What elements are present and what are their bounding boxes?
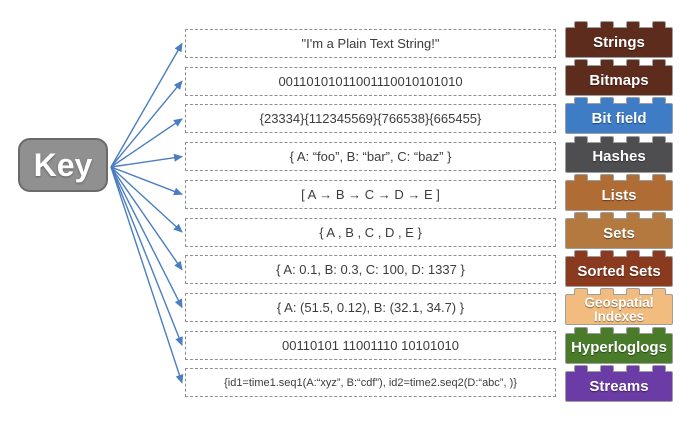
- brick-stud: [574, 364, 588, 372]
- brick-label: Bit field: [591, 110, 647, 128]
- brick-stud: [600, 173, 614, 181]
- brick-stud: [652, 97, 666, 105]
- brick-label: Geospatial Indexes: [584, 295, 654, 324]
- brick-stud: [626, 21, 640, 28]
- brick-label: Hashes: [592, 148, 646, 166]
- brick-stud: [574, 97, 588, 105]
- value-box: 00110101011001110010101010: [185, 66, 556, 96]
- brick-stud: [574, 288, 588, 296]
- brick-label: Sorted Sets: [577, 263, 661, 281]
- brick-stud: [626, 212, 640, 219]
- value-text: {id1=time1.seq1(A:“xyz”, B:“cdf”), id2=t…: [224, 376, 517, 389]
- value-box: "I'm a Plain Text String!": [185, 29, 556, 58]
- brick-stud: [574, 212, 588, 219]
- lego-brick: Strings: [565, 21, 673, 58]
- brick-stud: [652, 21, 666, 28]
- lego-brick: Sets: [565, 212, 673, 249]
- brick-label: Strings: [593, 33, 645, 51]
- brick-stud: [626, 364, 640, 372]
- lego-brick: Hashes: [565, 135, 673, 173]
- key-label: Key: [33, 147, 93, 183]
- brick-stud: [652, 288, 666, 296]
- brick-stud: [600, 21, 614, 28]
- brick-stud: [600, 97, 614, 105]
- value-box: 00110101 11001110 10101010: [185, 330, 556, 360]
- arrow-line: [110, 166, 183, 271]
- lego-brick: Bitmaps: [565, 59, 673, 97]
- brick-stud: [652, 135, 666, 143]
- value-box: { A: (51.5, 0.12), B: (32.1, 34.7) }: [185, 292, 556, 322]
- brick-stud: [574, 326, 588, 334]
- brick-stud: [652, 364, 666, 372]
- brick-stud: [574, 173, 588, 181]
- lego-brick: Sorted Sets: [565, 250, 673, 288]
- brick-stud: [600, 250, 614, 258]
- brick-stud: [652, 212, 666, 219]
- brick-stud: [652, 250, 666, 258]
- lego-brick: Hyperloglogs: [565, 326, 673, 364]
- value-text: { A: (51.5, 0.12), B: (32.1, 34.7) }: [276, 299, 465, 315]
- brick-label: Lists: [601, 186, 637, 204]
- lego-brick: Geospatial Indexes: [565, 288, 673, 326]
- brick-stud: [626, 250, 640, 258]
- arrow-line: [110, 42, 183, 168]
- arrow-line: [110, 166, 184, 384]
- brick-stud: [652, 326, 666, 334]
- value-text: "I'm a Plain Text String!": [301, 36, 440, 51]
- brick-stud: [626, 59, 640, 67]
- value-text: { A: “foo”, B: “bar”, C: “baz” }: [289, 149, 452, 165]
- value-box: {id1=time1.seq1(A:“xyz”, B:“cdf”), id2=t…: [185, 368, 556, 398]
- brick-stud: [600, 364, 614, 372]
- brick-stud: [626, 97, 640, 105]
- value-text: { A , B , C , D , E }: [319, 224, 422, 240]
- brick-stud: [626, 135, 640, 143]
- value-text: 00110101011001110010101010: [278, 73, 463, 89]
- value-text: {23334}{112345569}{766538}{665455}: [259, 111, 482, 127]
- arrow-line: [110, 153, 183, 168]
- value-text: 00110101 11001110 10101010: [282, 337, 459, 353]
- brick-stud: [600, 59, 614, 67]
- brick-label: Streams: [589, 377, 649, 395]
- arrow-line: [110, 166, 183, 309]
- value-box: {23334}{112345569}{766538}{665455}: [185, 104, 556, 134]
- value-box: { A: 0.1, B: 0.3, C: 100, D: 1337 }: [185, 255, 556, 285]
- value-text: { A: 0.1, B: 0.3, C: 100, D: 1337 }: [276, 262, 465, 278]
- value-box: [ A → B → C → D → E ]: [185, 179, 556, 209]
- brick-stud: [574, 21, 588, 28]
- arrow-line: [110, 80, 183, 168]
- brick-stud: [652, 173, 666, 181]
- value-box: { A: “foo”, B: “bar”, C: “baz” }: [185, 142, 556, 172]
- brick-stud: [600, 326, 614, 334]
- value-box: { A , B , C , D , E }: [185, 217, 556, 247]
- brick-stud: [574, 59, 588, 67]
- brick-stud: [652, 59, 666, 67]
- brick-label: Hyperloglogs: [571, 339, 667, 357]
- arrow-line: [110, 166, 183, 196]
- brick-stud: [626, 288, 640, 296]
- lego-brick: Lists: [565, 173, 673, 211]
- lego-brick: Streams: [565, 364, 673, 402]
- brick-stud: [574, 135, 588, 143]
- key-node: Key: [18, 138, 108, 192]
- brick-stud: [574, 250, 588, 258]
- brick-stud: [600, 212, 614, 219]
- arrow-line: [110, 166, 183, 347]
- brick-stud: [626, 326, 640, 334]
- arrow-line: [110, 118, 183, 168]
- brick-stud: [600, 288, 614, 296]
- brick-stud: [600, 135, 614, 143]
- arrow-line: [110, 166, 183, 233]
- brick-stud: [626, 173, 640, 181]
- brick-label: Bitmaps: [589, 72, 649, 90]
- lego-brick: Bit field: [565, 97, 673, 135]
- value-text: [ A → B → C → D → E ]: [301, 186, 440, 202]
- brick-label: Sets: [603, 224, 635, 242]
